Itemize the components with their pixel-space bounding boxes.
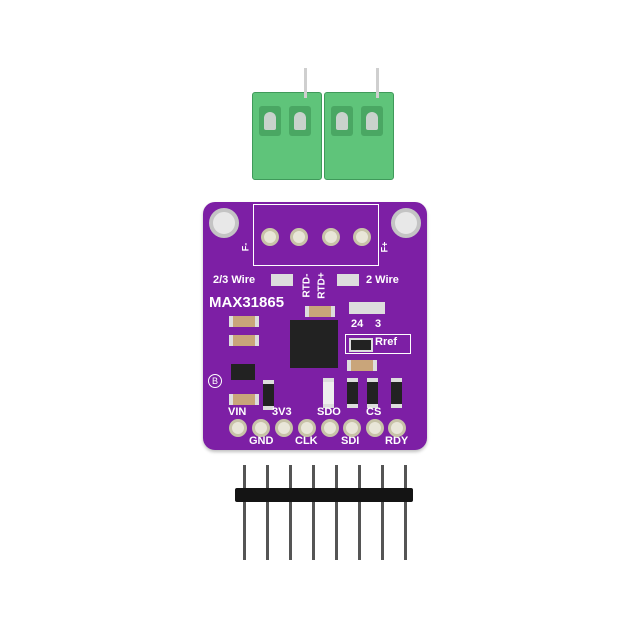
rref-outline — [345, 334, 411, 354]
jumper-left-label: 2/3 Wire — [213, 274, 256, 286]
chip-name-label: MAX31865 — [209, 294, 285, 311]
logo-mark: B — [208, 374, 222, 388]
pin-label-sdi: SDI — [341, 435, 360, 447]
capacitor — [229, 335, 259, 346]
terminal-pad — [353, 228, 371, 246]
pin-pad — [366, 419, 384, 437]
pin-label-vin: VIN — [228, 406, 247, 418]
jumper-3-label: 3 — [375, 318, 382, 330]
pin-pad — [298, 419, 316, 437]
resistor — [347, 378, 358, 408]
pin-pad — [388, 419, 406, 437]
pin-label-clk: CLK — [295, 435, 318, 447]
header-pin — [404, 465, 407, 560]
mounting-hole — [209, 208, 239, 238]
rtd-minus-label: RTD- — [301, 273, 313, 298]
screw-icon — [331, 106, 353, 136]
pin-label-rdy: RDY — [385, 435, 409, 447]
terminal-wire — [376, 68, 379, 98]
pin-header — [235, 488, 413, 502]
jumper-right-label: 2 Wire — [366, 274, 399, 286]
capacitor — [347, 360, 377, 371]
terminal-pad — [290, 228, 308, 246]
mounting-hole — [391, 208, 421, 238]
f-plus-label: F+ — [379, 241, 390, 253]
rref-label: Rref — [375, 336, 398, 348]
jumper-right — [337, 274, 359, 286]
pin-pad — [275, 419, 293, 437]
rref-resistor — [349, 338, 373, 352]
terminal-wire — [304, 68, 307, 98]
terminal-pad — [261, 228, 279, 246]
capacitor — [229, 316, 259, 327]
jumper-24-label: 24 — [351, 318, 364, 330]
pin-pad — [321, 419, 339, 437]
pin-label-sdo: SDO — [317, 406, 341, 418]
header-pin — [335, 465, 338, 560]
header-pin — [312, 465, 315, 560]
screw-icon — [289, 106, 311, 136]
pin-pad — [229, 419, 247, 437]
pin-label-3v3: 3V3 — [272, 406, 292, 418]
resistor — [391, 378, 402, 408]
pin-label-cs: CS — [366, 406, 382, 418]
header-pin — [381, 465, 384, 560]
resistor — [323, 378, 334, 408]
header-pin — [266, 465, 269, 560]
jumper-24-3 — [349, 302, 385, 314]
header-pin — [358, 465, 361, 560]
terminal-pad — [322, 228, 340, 246]
header-pin — [243, 465, 246, 560]
terminal-outline — [253, 204, 379, 266]
pin-label-gnd: GND — [249, 435, 274, 447]
jumper-left — [271, 274, 293, 286]
resistor — [263, 380, 274, 410]
pin-pad — [343, 419, 361, 437]
capacitor — [305, 306, 335, 317]
regulator — [231, 364, 255, 380]
resistor — [367, 378, 378, 408]
screw-icon — [361, 106, 383, 136]
capacitor — [229, 394, 259, 405]
screw-icon — [259, 106, 281, 136]
max31865-chip — [290, 320, 338, 368]
rtd-plus-label: RTD+ — [316, 272, 328, 299]
header-pin — [289, 465, 292, 560]
pin-pad — [252, 419, 270, 437]
f-minus-label: F- — [240, 242, 251, 252]
